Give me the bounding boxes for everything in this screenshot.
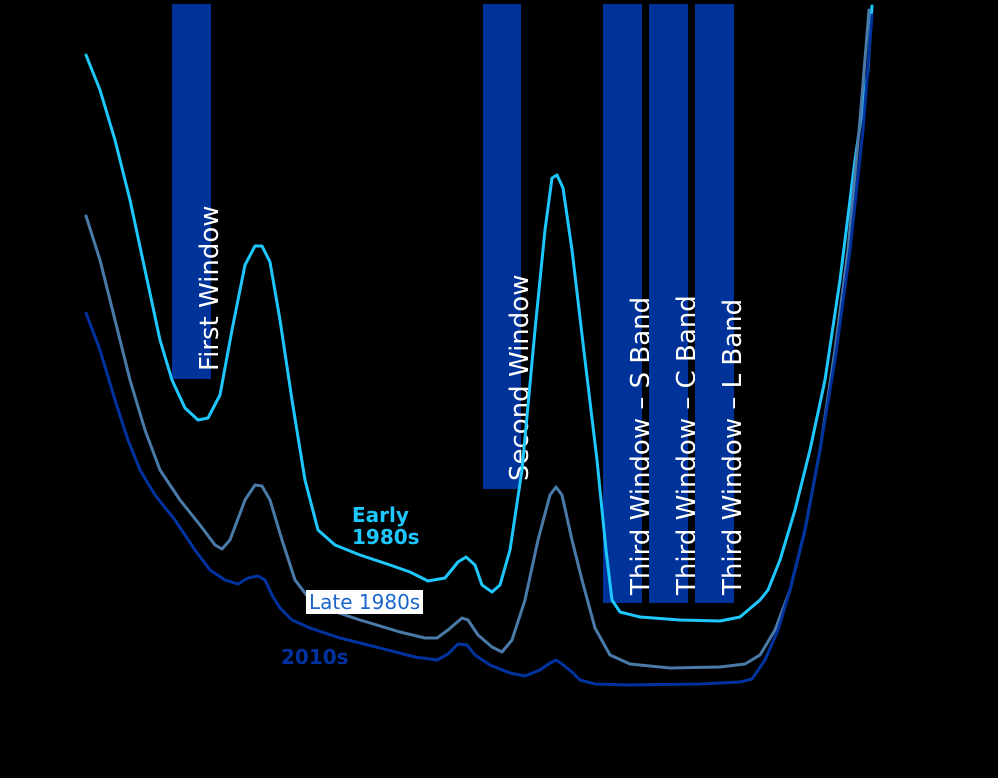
label-early-line1: Early bbox=[352, 503, 409, 527]
label-late-1980s: Late 1980s bbox=[306, 590, 424, 614]
label-2010s: 2010s bbox=[281, 645, 349, 669]
label-early-1980s: Early 1980s bbox=[352, 504, 420, 548]
band-third-window-c: Third Window – C Band bbox=[649, 4, 702, 603]
label-early-line2: 1980s bbox=[352, 525, 420, 549]
band-third-window-s: Third Window – S Band bbox=[603, 4, 656, 603]
curve-2010s bbox=[84, 13, 874, 687]
curve-early-1980s bbox=[84, 4, 874, 623]
band-third-window-l: Third Window – L Band bbox=[695, 4, 748, 603]
band-second-window: Second Window bbox=[483, 4, 535, 489]
curve-late-1980s bbox=[84, 8, 871, 670]
band-first-window: First Window bbox=[172, 4, 225, 379]
